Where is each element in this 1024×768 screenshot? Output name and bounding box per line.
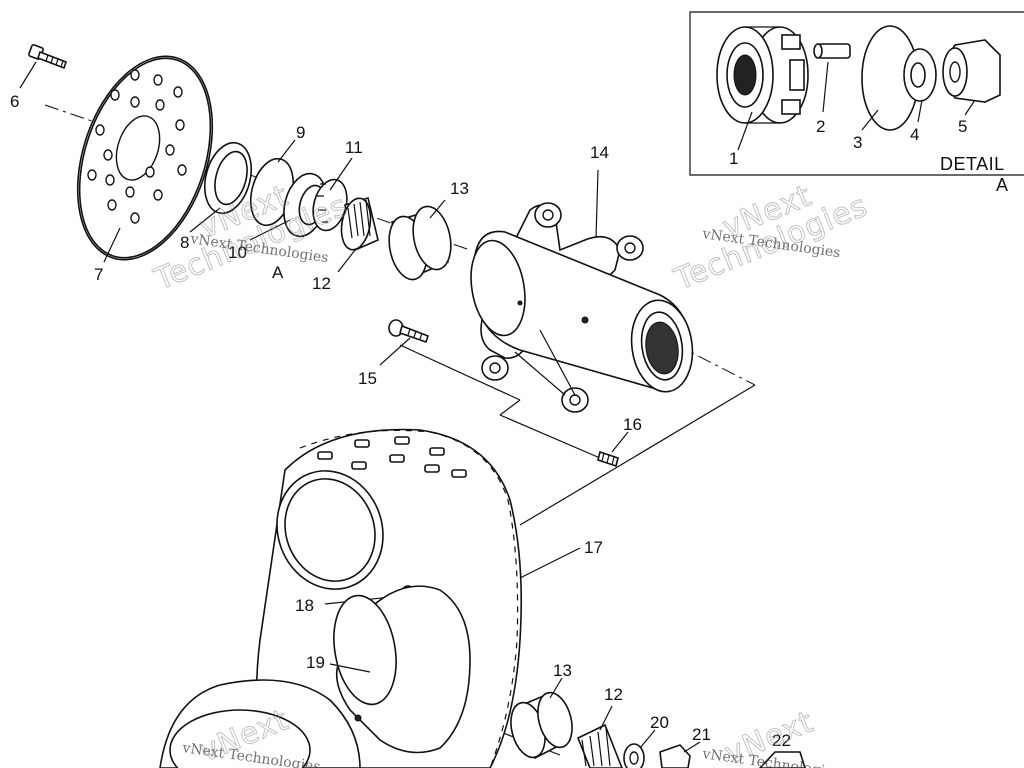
part-15-bolt: 15: [358, 319, 430, 388]
callout-4: 4: [910, 125, 919, 144]
part-21-nut: 21: [659, 725, 711, 768]
detail-title-letter: A: [996, 175, 1009, 195]
callout-20: 20: [650, 713, 669, 732]
callout-3: 3: [853, 133, 862, 152]
part-14-hub: 14: [470, 143, 694, 413]
detail-ref-a: A: [272, 263, 284, 282]
part-22-cap: 22: [758, 731, 806, 768]
callout-19: 19: [306, 653, 325, 672]
callout-17: 17: [584, 538, 603, 557]
callout-9: 9: [296, 123, 305, 142]
callout-11: 11: [345, 138, 363, 157]
part-16-stud: 16: [597, 415, 642, 468]
callout-2: 2: [816, 117, 825, 136]
detail-title: DETAIL: [940, 154, 1005, 174]
callout-22: 22: [772, 731, 791, 750]
part-19-rim: 19: [159, 585, 471, 768]
callout-6: 6: [10, 92, 19, 111]
part-11-retainer: 11: [312, 138, 363, 232]
part-13-race-upper: 13: [388, 179, 469, 281]
callout-12-lower: 12: [604, 685, 623, 704]
callout-18: 18: [295, 596, 314, 615]
tread-blocks: [317, 436, 467, 478]
part-12-bearing-upper: 12: [312, 196, 379, 293]
callout-5: 5: [958, 117, 967, 136]
callout-1: 1: [729, 149, 738, 168]
part-13-race-lower: 13: [510, 661, 573, 760]
detail-a-panel: 1 2 3 4 5 DETAIL A: [689, 11, 1024, 195]
callout-13-upper: 13: [450, 179, 469, 198]
detail-part-2-pin: [813, 43, 851, 59]
callout-8: 8: [180, 233, 189, 252]
callout-10: 10: [228, 243, 247, 262]
callout-21: 21: [692, 725, 711, 744]
callout-13-lower: 13: [553, 661, 572, 680]
part-20-washer: 20: [623, 713, 669, 768]
part-7-brake-disc: 7: [76, 55, 214, 284]
callout-15: 15: [358, 369, 377, 388]
detail-part-5-nut: [942, 39, 1001, 103]
detail-part-1-sleeve: [716, 26, 809, 124]
detail-part-4-ring: [903, 48, 937, 102]
part-8-seal: 8: [180, 141, 253, 252]
disc-holes: [87, 69, 187, 224]
callout-16: 16: [623, 415, 642, 434]
callout-14: 14: [590, 143, 609, 162]
callout-7: 7: [94, 265, 103, 284]
part-12-bearing-lower: 12: [576, 685, 623, 768]
callout-12-upper: 12: [312, 274, 331, 293]
part-6-bolt: 6: [10, 44, 68, 111]
